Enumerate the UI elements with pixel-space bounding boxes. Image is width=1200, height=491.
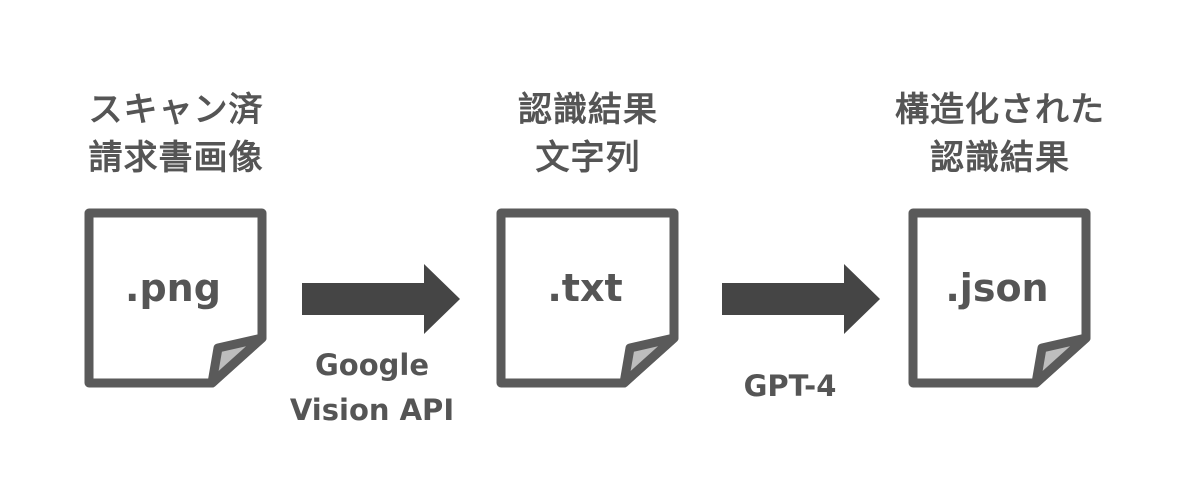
txt-extension-label: .txt <box>547 266 623 310</box>
txt-document: .txt <box>496 208 680 388</box>
right-arrow-icon <box>302 264 462 338</box>
stage-3-title-line-2: 認識結果 <box>930 138 1070 178</box>
stage-2-title-line-2: 文字列 <box>535 138 641 178</box>
document-icon <box>496 208 679 388</box>
stage-2-title: 認識結果 文字列 <box>458 86 718 182</box>
gpt-4-label: GPT-4 <box>690 364 890 409</box>
json-document: .json <box>908 208 1092 388</box>
right-arrow-icon <box>722 264 882 338</box>
png-extension-label: .png <box>125 266 221 310</box>
json-extension-label: .json <box>945 266 1049 310</box>
png-document: .png <box>84 208 268 388</box>
stage-2-title-line-1: 認識結果 <box>518 90 658 130</box>
stage-3-title-line-1: 構造化された <box>895 90 1105 130</box>
gpt-4-label-line-1: GPT-4 <box>743 369 837 403</box>
document-icon <box>84 208 267 388</box>
stage-1-title: スキャン済 請求書画像 <box>46 86 306 182</box>
stage-1-title-line-1: スキャン済 <box>88 90 264 130</box>
google-vision-api-label-line-2: Vision API <box>289 393 455 427</box>
document-icon <box>908 208 1091 388</box>
google-vision-api-label-line-1: Google <box>314 348 430 382</box>
stage-1-title-line-2: 請求書画像 <box>88 138 264 178</box>
stage-3-title: 構造化された 認識結果 <box>870 86 1130 182</box>
google-vision-api-label: Google Vision API <box>262 343 482 433</box>
